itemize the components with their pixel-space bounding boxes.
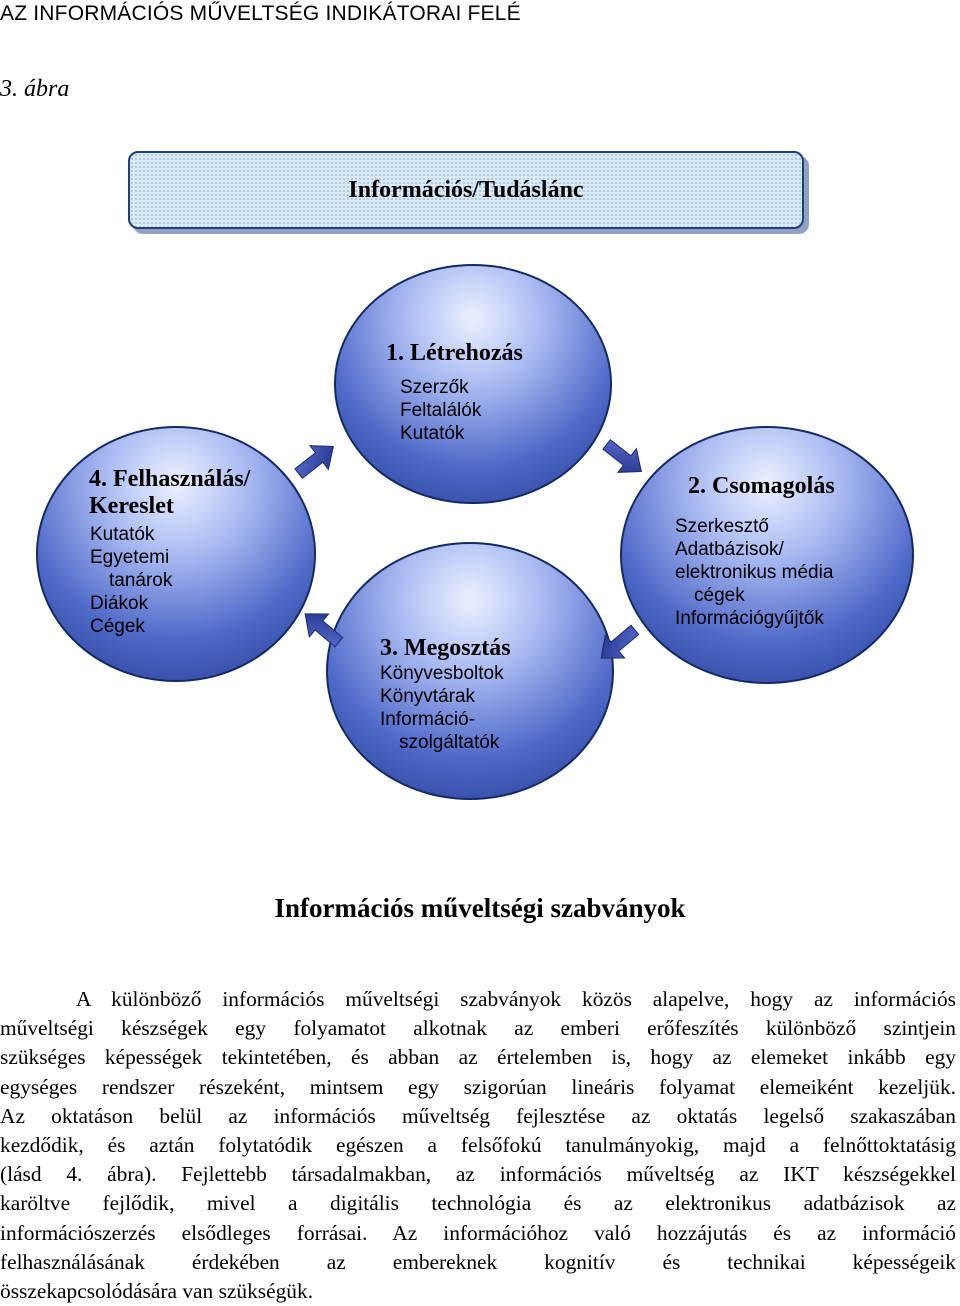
sharing-title: 3. Megosztás <box>380 635 511 661</box>
creation-title: 1. Létrehozás <box>386 340 523 366</box>
page-header: AZ INFORMÁCIÓS MŰVELTSÉG INDIKÁTORAI FEL… <box>0 2 521 25</box>
circle-usage <box>36 426 316 682</box>
figure-label: 3. ábra <box>0 76 70 102</box>
creation-item: Kutatók <box>400 423 465 444</box>
section-title: Információs műveltségi szabványok <box>274 893 686 923</box>
paragraph-line: egységes rendszer részeként, mintsem egy… <box>0 1074 956 1099</box>
paragraph-line: összekapcsolódására van szükségük. <box>0 1279 314 1304</box>
arrow-icon <box>294 445 334 479</box>
sharing-item: Könyvtárak <box>380 686 476 707</box>
usage-item: Cégek <box>90 616 145 637</box>
creation-item: Szerzők <box>400 377 469 398</box>
paragraph-line: Az oktatáson belül az információs művelt… <box>0 1103 956 1128</box>
creation-item: Feltalálók <box>400 400 482 421</box>
packaging-item: elektronikus média <box>675 562 834 583</box>
usage-item: tanárok <box>109 570 173 591</box>
paragraph-line: (lásd 4. ábra). Fejlettebb társadalmakba… <box>0 1162 956 1187</box>
packaging-item: Információgyűjtők <box>675 608 824 629</box>
usage-items: Kutatók Egyetemi tanárok Diákok Cégek <box>90 523 172 638</box>
packaging-item: cégek <box>694 585 745 606</box>
arrow-icon <box>304 613 344 648</box>
creation-items: Szerzők Feltalálók Kutatók <box>400 376 481 445</box>
chain-title: Információs/Tudáslánc <box>348 176 584 203</box>
packaging-item: Szerkesztő <box>675 516 769 537</box>
circle-packaging <box>620 426 914 684</box>
packaging-item: Adatbázisok/ <box>675 539 784 560</box>
usage-title: 4. Felhasználás/ Kereslet <box>89 466 250 520</box>
paragraph-line: kezdődik, és aztán folytatódik egészen a… <box>0 1133 956 1158</box>
packaging-items: Szerkesztő Adatbázisok/ elektronikus méd… <box>675 515 833 630</box>
usage-item: Kutatók <box>90 524 155 545</box>
arrow-icon <box>602 439 642 473</box>
body-paragraph: A különböző információs műveltségi szabv… <box>0 985 956 1306</box>
usage-item: Egyetemi <box>90 547 170 568</box>
usage-title-line: Kereslet <box>89 493 174 519</box>
paragraph-line: A különböző információs műveltségi szabv… <box>76 987 956 1011</box>
paragraph-line: műveltségi készségek egy folyamatot alko… <box>0 1016 956 1041</box>
arrow-icon <box>600 624 640 659</box>
packaging-title: 2. Csomagolás <box>688 473 835 499</box>
sharing-item: Információ- <box>380 709 476 730</box>
circle-creation <box>334 264 612 504</box>
circle-sharing <box>326 542 614 800</box>
paragraph-line: szükséges képességek tekintetében, és ab… <box>0 1045 956 1070</box>
paragraph-line: felhasználásának érdekében az embereknek… <box>0 1249 956 1274</box>
sharing-item: Könyvesboltok <box>380 663 504 684</box>
usage-title-line: 4. Felhasználás/ <box>89 466 251 492</box>
sharing-item: szolgáltatók <box>399 732 500 753</box>
paragraph-line: információszerzés elsődleges forrásai. A… <box>0 1220 956 1245</box>
usage-item: Diákok <box>90 593 149 614</box>
cycle-arrows <box>294 439 642 659</box>
chain-title-box: Információs/Tudáslánc <box>128 151 804 229</box>
paragraph-line: karöltve fejlődik, mivel a digitális tec… <box>0 1191 956 1216</box>
sharing-items: Könyvesboltok Könyvtárak Információ- szo… <box>380 662 504 754</box>
